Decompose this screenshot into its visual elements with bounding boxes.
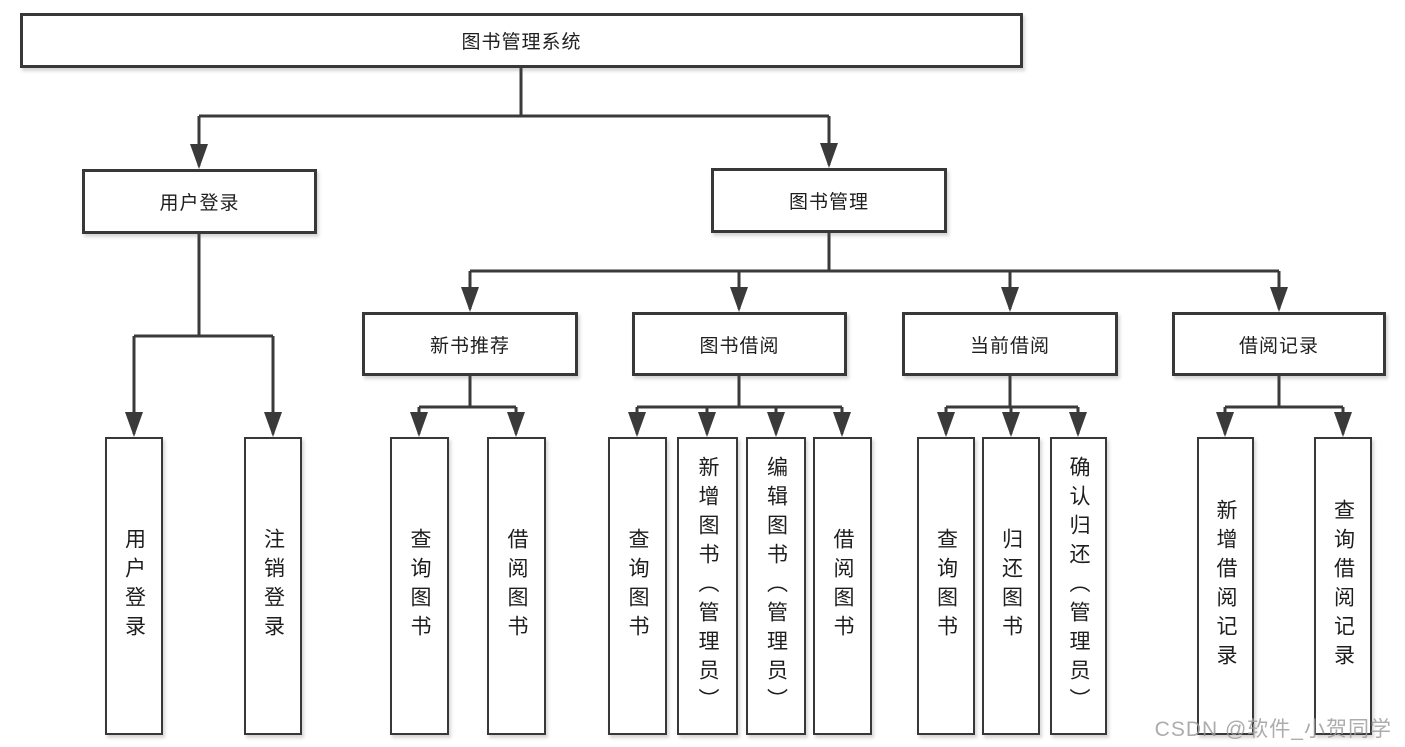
node-new-book-recommend: 新书推荐: [362, 312, 578, 376]
leaf-confirm-return-admin: 确认归还（管理员）: [1050, 437, 1107, 735]
node-book-management-label: 图书管理: [788, 192, 869, 213]
leaf-rec-borrow-books: 借阅图书: [487, 437, 546, 735]
leaf-return-books: 归还图书: [982, 437, 1040, 735]
node-new-book-recommend-label: 新书推荐: [429, 335, 510, 357]
leaf-rec-query-books: 查询图书: [390, 437, 449, 735]
leaf-borrow-query-books: 查询图书: [608, 437, 667, 735]
leaf-edit-books-admin: 编辑图书（管理员）: [746, 437, 806, 735]
connector-current-to-leaves: [937, 376, 1087, 437]
leaf-rec-query-books-label: 查询图书: [408, 528, 431, 644]
leaf-user-login: 用户登录: [105, 437, 163, 735]
leaf-add-books-admin-label: 新增图书（管理员）: [696, 455, 719, 717]
node-book-borrowing: 图书借阅: [632, 312, 847, 376]
node-user-login-branch: 用户登录: [82, 169, 317, 234]
leaf-borrow-books: 借阅图书: [813, 437, 872, 735]
node-book-management: 图书管理: [711, 168, 947, 233]
csdn-watermark: CSDN @软件_小贺同学: [1154, 718, 1392, 741]
node-borrow-records: 借阅记录: [1172, 312, 1386, 376]
node-user-login-branch-label: 用户登录: [159, 193, 240, 214]
node-root: 图书管理系统: [20, 13, 1023, 68]
connector-rec-to-leaves: [410, 376, 525, 437]
node-current-borrowing-label: 当前借阅: [969, 335, 1050, 357]
leaf-user-login-label: 用户登录: [122, 528, 146, 644]
node-root-label: 图书管理系统: [461, 32, 582, 53]
leaf-add-borrow-record: 新增借阅记录: [1197, 437, 1254, 735]
leaf-query-borrow-record: 查询借阅记录: [1314, 437, 1372, 735]
connector-root-to-level1: [190, 68, 838, 169]
leaf-current-query-books-label: 查询图书: [934, 528, 958, 644]
leaf-logout: 注销登录: [244, 437, 302, 735]
leaf-return-books-label: 归还图书: [999, 528, 1023, 644]
leaf-confirm-return-admin-label: 确认归还（管理员）: [1067, 455, 1090, 717]
connector-borrow-to-leaves: [628, 376, 851, 437]
node-borrow-records-label: 借阅记录: [1238, 335, 1319, 357]
leaf-current-query-books: 查询图书: [917, 437, 975, 735]
leaf-borrow-query-books-label: 查询图书: [626, 528, 649, 644]
connector-records-to-leaves: [1216, 376, 1352, 437]
leaf-add-borrow-record-label: 新增借阅记录: [1214, 499, 1237, 673]
node-book-borrowing-label: 图书借阅: [699, 335, 780, 357]
leaf-logout-label: 注销登录: [261, 528, 285, 644]
leaf-query-borrow-record-label: 查询借阅记录: [1331, 499, 1355, 673]
leaf-borrow-books-label: 借阅图书: [831, 528, 854, 644]
connector-mgmt-to-categories: [461, 233, 1288, 312]
leaf-rec-borrow-books-label: 借阅图书: [505, 528, 528, 644]
leaf-add-books-admin: 新增图书（管理员）: [677, 437, 738, 735]
node-current-borrowing: 当前借阅: [902, 312, 1118, 376]
connector-login-to-leaves: [125, 234, 282, 437]
leaf-edit-books-admin-label: 编辑图书（管理员）: [764, 455, 788, 717]
